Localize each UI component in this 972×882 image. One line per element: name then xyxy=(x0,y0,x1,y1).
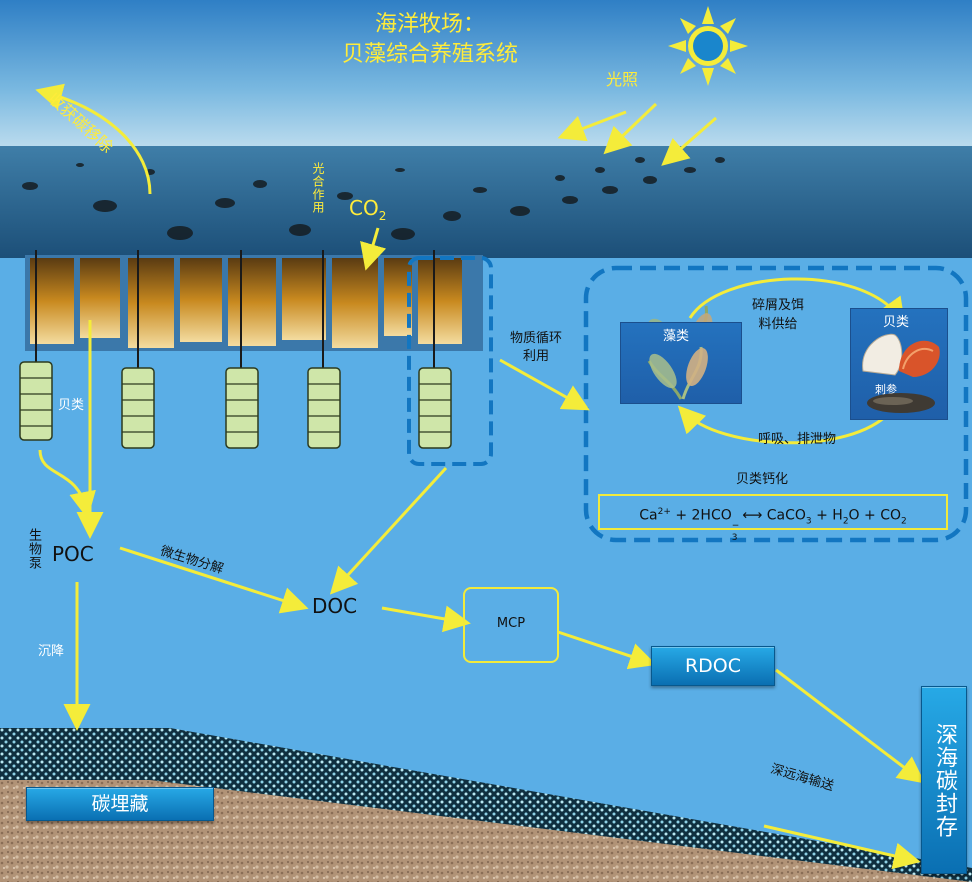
shellfish-label: 贝类 xyxy=(58,398,85,413)
sedimentation-label: 沉降 xyxy=(38,644,65,659)
rdoc-box: RDOC xyxy=(651,646,775,686)
sun-icon xyxy=(668,6,748,86)
mcp-box: MCP xyxy=(463,587,559,663)
photosynthesis-label: 光合作用 xyxy=(311,162,325,214)
cycle-label: 物质循环利用 xyxy=(510,331,563,364)
shellfish-thumbnail: 贝类 刺参 xyxy=(850,308,948,420)
title-line2: 贝藻综合养殖系统 xyxy=(341,42,518,67)
title-line1: 海洋牧场： xyxy=(374,12,485,37)
diagram-title: 海洋牧场： 贝藻综合养殖系统 xyxy=(300,10,560,70)
biopump-label: 生物泵 xyxy=(26,528,41,570)
calcification-equation: Ca2+ + 2HCO−3 ⟷ CaCO3 + H2O + CO2 xyxy=(598,494,948,543)
kelp-curtain xyxy=(30,258,462,348)
shell-thumbnail-label: 贝类 xyxy=(883,315,910,330)
cycle-box-outline xyxy=(583,265,969,543)
poc-label: POC xyxy=(52,542,94,566)
algae-thumbnail: 藻类 xyxy=(620,322,742,404)
deep-storage-box: 深海碳封存 xyxy=(921,686,967,874)
light-label: 光照 xyxy=(606,70,639,89)
detritus-label: 碎屑及饵料供给 xyxy=(751,298,804,332)
doc-label: DOC xyxy=(312,594,358,618)
shellfish-lanterns xyxy=(19,361,452,449)
scallop-icon xyxy=(862,333,940,377)
sea-cucumber-icon xyxy=(867,393,935,413)
algae-label: 藻类 xyxy=(663,329,690,344)
seaweed-icon xyxy=(647,346,708,400)
respiration-label: 呼吸、排泄物 xyxy=(758,432,837,447)
calcification-label: 贝类钙化 xyxy=(736,472,789,487)
burial-box: 碳埋藏 xyxy=(26,787,214,821)
co2-label: CO2 xyxy=(349,196,387,223)
selected-unit-outline xyxy=(407,256,493,466)
sea-cucumber-label: 刺参 xyxy=(875,383,897,396)
